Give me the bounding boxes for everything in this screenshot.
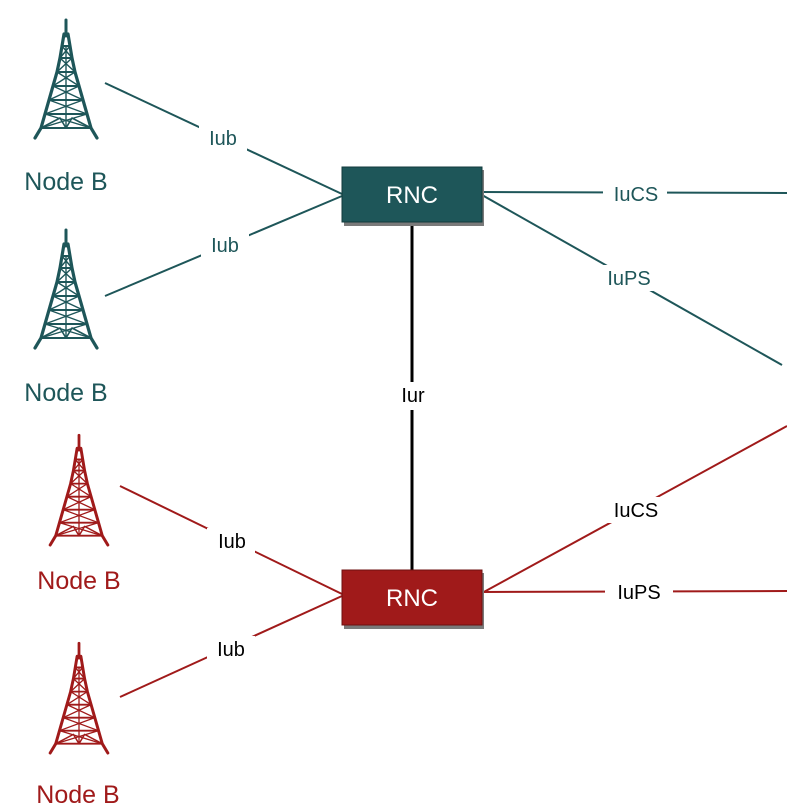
iucs-label-bottom: IuCS [614,500,658,522]
iub-label-top-2: Iub [211,235,239,257]
rnc-top: RNC [341,166,484,226]
node-b-top-2: Node B [24,228,108,407]
iucs-label-top: IuCS [614,184,658,206]
node-b-label-bottom-1: Node B [37,567,120,595]
rnc-top-label: RNC [386,182,438,209]
cell-tower-icon [33,228,99,350]
cell-tower-icon [48,433,110,547]
node-b-label-top-2: Node B [24,379,107,407]
node-b-bottom-1: Node B [37,433,121,595]
link-labels: Iub Iub IuCS IuPS Iur Iub Iub IuCS IuPS [199,125,673,662]
iur-label: Iur [401,385,425,407]
cell-tower-icon [33,18,99,140]
iub-label-bottom-1: Iub [218,531,246,553]
node-b-label-top-1: Node B [24,168,107,196]
node-b-bottom-2: Node B [36,641,120,809]
rnc-bottom-label: RNC [386,585,438,612]
node-b-top-1: Node B [24,18,108,196]
iub-label-bottom-2: Iub [217,639,245,661]
iub-label-top-1: Iub [209,128,237,150]
cell-tower-icon [48,641,110,755]
rnc-bottom: RNC [341,569,484,629]
iups-label-bottom: IuPS [617,582,660,604]
node-b-label-bottom-2: Node B [36,781,119,809]
iups-label-top: IuPS [607,268,650,290]
